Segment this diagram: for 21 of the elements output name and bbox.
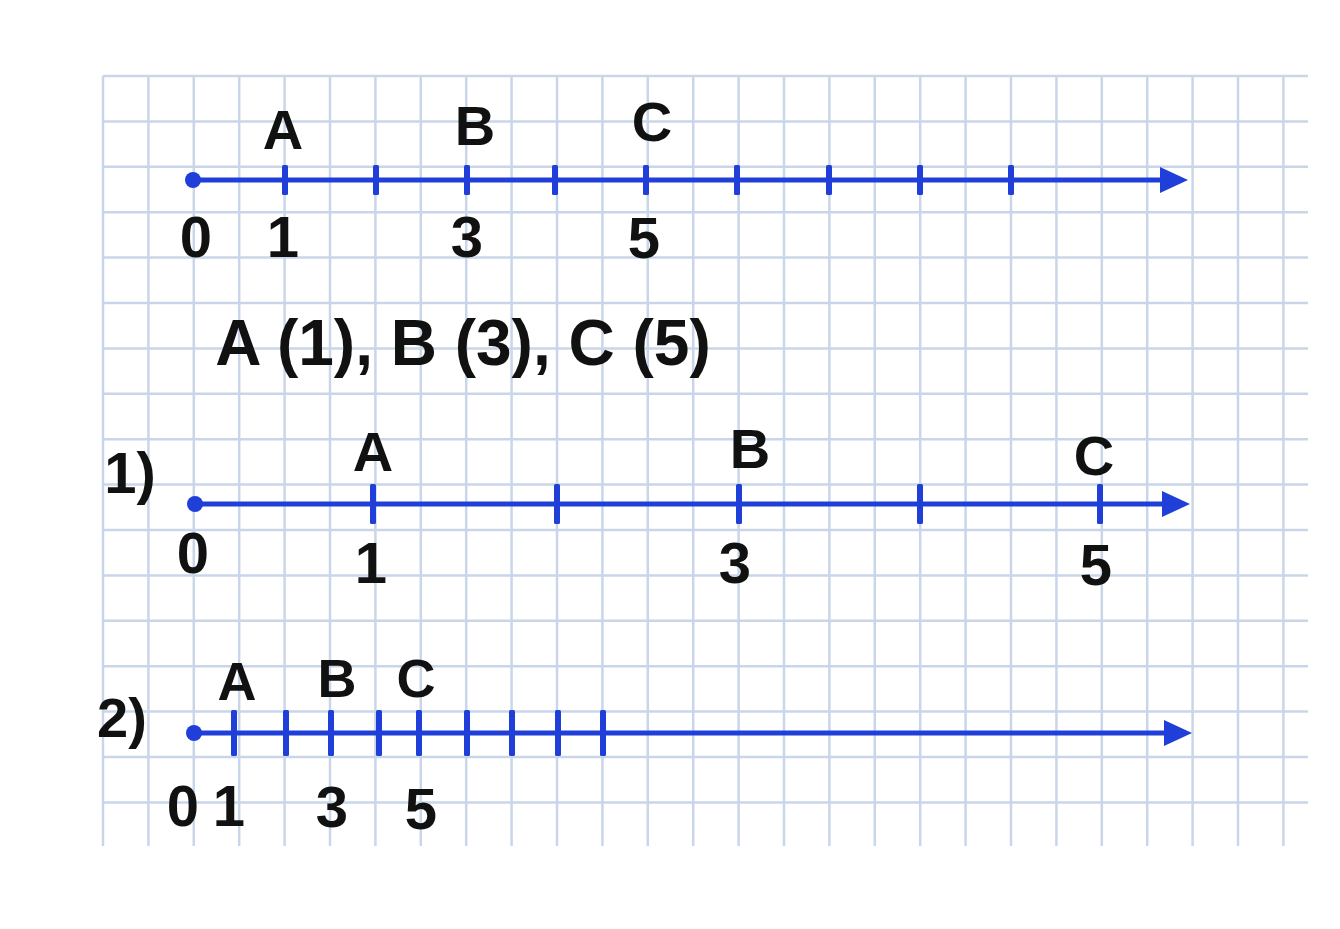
tick-number: 1 — [212, 777, 246, 835]
tick-number: 0 — [179, 208, 213, 266]
point-label: B — [317, 651, 357, 705]
tick-number: 3 — [315, 778, 349, 836]
tick-number: 3 — [718, 534, 752, 592]
tick-number: 5 — [404, 780, 438, 838]
point-label: A — [262, 102, 304, 158]
tick-number: 1 — [266, 208, 300, 266]
tick-number: 3 — [450, 208, 484, 266]
point-label: A — [352, 424, 394, 480]
point-label: C — [396, 651, 436, 705]
tick-number: 0 — [176, 524, 210, 582]
tick-number: 1 — [354, 534, 388, 592]
tick-number: 5 — [627, 209, 661, 267]
point-label: B — [729, 421, 771, 477]
point-label: C — [631, 94, 673, 150]
point-label: A — [217, 654, 257, 708]
tick-number: 5 — [1079, 536, 1113, 594]
point-label: C — [1073, 428, 1115, 484]
point-label: B — [454, 98, 496, 154]
tick-number: 0 — [166, 777, 200, 835]
